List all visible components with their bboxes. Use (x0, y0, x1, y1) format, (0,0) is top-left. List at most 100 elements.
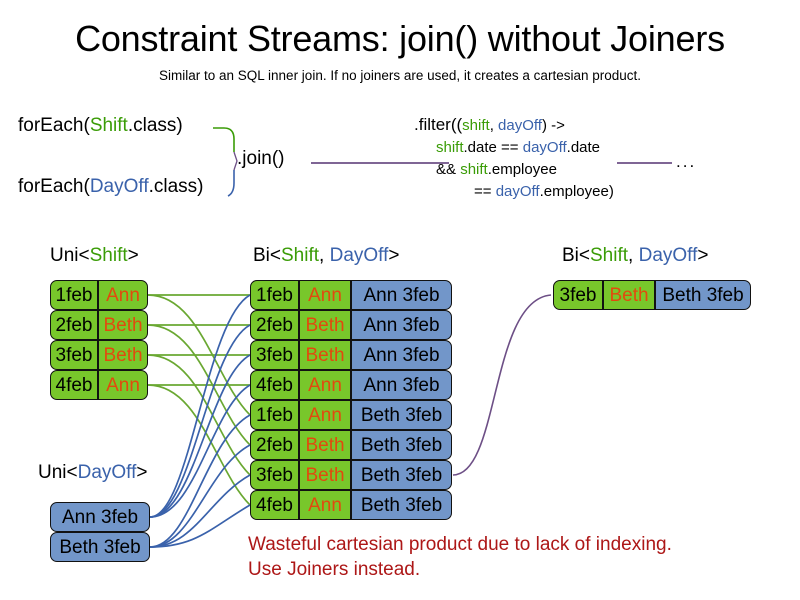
pair-shift-employee: Beth (299, 460, 351, 490)
pair-dayoff: Ann 3feb (351, 370, 452, 400)
pair-shift-employee: Ann (299, 280, 351, 310)
pair-dayoff: Beth 3feb (351, 490, 452, 520)
header-bi-right-comma: , (628, 245, 639, 266)
dayoff-label: Ann 3feb (50, 502, 150, 532)
pair-shift-date: 4feb (250, 370, 299, 400)
pair-shift-date: 3feb (250, 340, 299, 370)
page-subtitle: Similar to an SQL inner join. If no join… (159, 68, 641, 83)
for-each-dayoff-prefix: forEach( (18, 176, 90, 197)
header-bi-middle-suffix: > (388, 245, 400, 266)
filter-line-1: .filter((shift, dayOff) -> (414, 114, 614, 137)
filter-l4-eq: == (474, 183, 496, 200)
header-bi-right-suffix: > (697, 245, 709, 266)
dayoff-label: Beth 3feb (50, 532, 150, 562)
filter-l4-employee: .employee) (539, 183, 614, 200)
header-uni-shift-type: Shift (89, 245, 128, 266)
header-bi-middle-prefix: Bi< (253, 245, 281, 266)
filter-l2-date-eq: .date == (463, 139, 523, 156)
result-dayoff: Beth 3feb (655, 280, 751, 310)
filter-line-2: shift.date == dayOff.date (414, 137, 614, 159)
warning-line-2: Use Joiners instead. (248, 559, 421, 580)
dayoff-box: Beth 3feb (50, 532, 150, 562)
pair-dayoff: Beth 3feb (351, 400, 452, 430)
pair-shift-date: 2feb (250, 310, 299, 340)
filter-l3-employee: .employee (487, 161, 557, 178)
shift-date: 1feb (50, 280, 98, 310)
warning-message: Wasteful cartesian product due to lack o… (248, 532, 672, 582)
filter-l1-open: .filter(( (414, 115, 463, 134)
result-tuple-box: 3feb Beth Beth 3feb (553, 280, 751, 310)
pair-dayoff: Beth 3feb (351, 460, 452, 490)
header-bi-right: Bi<Shift, DayOff> (562, 245, 708, 267)
filter-l3-and: && (436, 161, 461, 178)
filter-l1-comma: , (489, 117, 499, 134)
page-title: Constraint Streams: join() without Joine… (75, 18, 725, 59)
pair-dayoff: Beth 3feb (351, 430, 452, 460)
filter-l2-dayoff: dayOff (522, 139, 567, 156)
header-uni-dayoff-type: DayOff (77, 462, 137, 483)
pair-dayoff: Ann 3feb (351, 280, 452, 310)
pair-shift-employee: Ann (299, 400, 351, 430)
filter-l4-dayoff: dayOff (495, 183, 540, 200)
shift-date: 2feb (50, 310, 98, 340)
filter-l1-shift-param: shift (462, 117, 490, 134)
shift-employee: Beth (98, 340, 148, 370)
for-each-shift-type: Shift (89, 115, 128, 136)
header-bi-right-type2: DayOff (638, 245, 698, 266)
warning-line-1: Wasteful cartesian product due to lack o… (248, 534, 672, 555)
filter-line-3: && shift.employee (414, 159, 614, 181)
result-employee: Beth (603, 280, 655, 310)
pair-shift-employee: Beth (299, 340, 351, 370)
pair-shift-date: 2feb (250, 430, 299, 460)
pair-shift-employee: Ann (299, 370, 351, 400)
for-each-shift-expression: forEach(Shift.class) (18, 115, 183, 137)
header-bi-middle-type2: DayOff (329, 245, 389, 266)
for-each-shift-prefix: forEach( (18, 115, 90, 136)
pair-dayoff: Ann 3feb (351, 340, 452, 370)
header-bi-middle: Bi<Shift, DayOff> (253, 245, 399, 267)
shift-employee: Beth (98, 310, 148, 340)
header-bi-right-prefix: Bi< (562, 245, 590, 266)
dayoff-box: Ann 3feb (50, 502, 150, 532)
pair-shift-date: 1feb (250, 280, 299, 310)
for-each-dayoff-suffix: .class) (148, 176, 204, 197)
header-bi-middle-comma: , (319, 245, 330, 266)
ellipsis-label: ... (676, 152, 697, 171)
join-call-label: .join() (237, 148, 285, 169)
pair-shift-employee: Beth (299, 310, 351, 340)
header-uni-shift: Uni<Shift> (50, 245, 139, 267)
header-uni-shift-suffix: > (127, 245, 139, 266)
for-each-dayoff-type: DayOff (89, 176, 149, 197)
shift-date: 4feb (50, 370, 98, 400)
header-bi-middle-type1: Shift (281, 245, 320, 266)
shift-employee: Ann (98, 370, 148, 400)
filter-l3-shift: shift (460, 161, 488, 178)
pair-shift-employee: Beth (299, 430, 351, 460)
filter-expression: .filter((shift, dayOff) -> shift.date ==… (414, 114, 614, 203)
for-each-shift-suffix: .class) (127, 115, 183, 136)
shift-date: 3feb (50, 340, 98, 370)
header-uni-dayoff: Uni<DayOff> (38, 462, 148, 484)
header-uni-shift-prefix: Uni< (50, 245, 90, 266)
filter-l2-date: .date (566, 139, 601, 156)
header-bi-right-type1: Shift (590, 245, 629, 266)
filter-l1-arrow: ) -> (541, 117, 565, 134)
pair-dayoff: Ann 3feb (351, 310, 452, 340)
pair-shift-employee: Ann (299, 490, 351, 520)
filter-l1-dayoff-param: dayOff (498, 117, 542, 134)
shift-employee: Ann (98, 280, 148, 310)
pair-shift-date: 4feb (250, 490, 299, 520)
for-each-dayoff-expression: forEach(DayOff.class) (18, 176, 204, 198)
